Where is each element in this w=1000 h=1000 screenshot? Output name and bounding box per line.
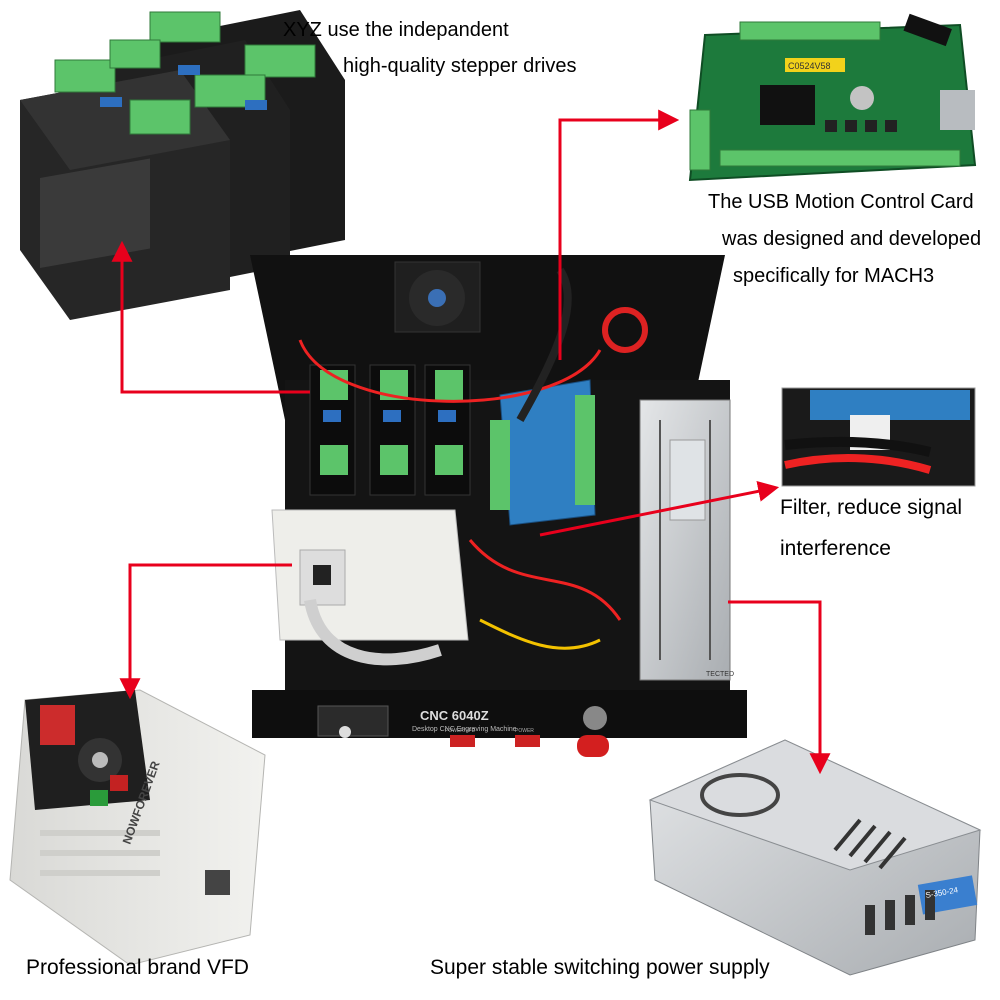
panel-model-text: CNC 6040Z: [420, 708, 489, 723]
panel-subtitle-text: Desktop CNC Engraving Machine: [412, 726, 517, 733]
vfd-image: [9, 689, 266, 966]
arrow-to-drives: [111, 240, 310, 394]
filter-inset-image: [781, 387, 976, 487]
panel-label-left: POWER/VFD: [445, 728, 476, 734]
arrow-to-card: [558, 109, 680, 360]
caption-drives-line2: high-quality stepper drives: [343, 55, 577, 77]
caption-psu: Super stable switching power supply: [430, 956, 770, 979]
caption-vfd: Professional brand VFD: [26, 956, 249, 979]
control-box-image: [250, 255, 747, 757]
caption-filter-line1: Filter, reduce signal: [780, 496, 963, 519]
box-psu-edge-text: TECTED: [706, 671, 734, 678]
panel-label-right: POWER: [515, 728, 534, 734]
caption-card-line1: The USB Motion Control Card: [708, 191, 974, 213]
stepper-drives-image: [20, 10, 345, 320]
caption-drives-line1: XYZ use the indepandent: [283, 19, 509, 41]
arrow-to-psu: [728, 600, 831, 775]
caption-card-line2: was designed and developed: [722, 228, 982, 250]
caption-filter-line2: interference: [780, 537, 891, 560]
callout-arrows: [111, 109, 831, 775]
motion-control-card-image: [688, 13, 977, 182]
arrow-to-vfd: [119, 563, 292, 700]
caption-card-line3: specifically for MACH3: [733, 265, 935, 287]
card-code-text: C0524V58: [788, 61, 831, 71]
psu-image: [648, 739, 982, 976]
arrow-to-filter: [539, 480, 780, 537]
